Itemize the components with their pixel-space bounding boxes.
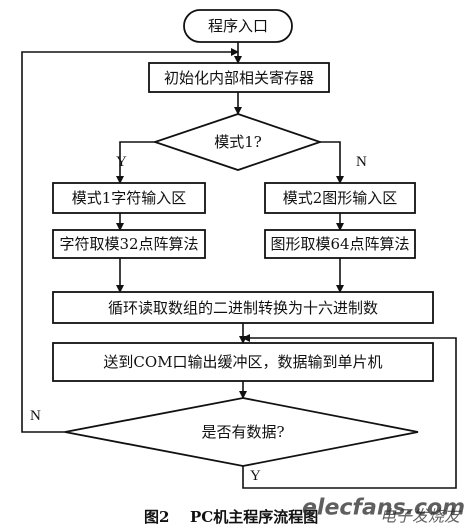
start-terminal	[183, 9, 293, 43]
watermark-logo: elecfans.com 电子发烧友	[302, 496, 465, 526]
mode1-input-label: 模式1字符输入区	[72, 189, 187, 207]
data-decision-label: 是否有数据?	[201, 423, 284, 441]
init-label: 初始化内部相关寄存器	[164, 69, 314, 87]
mode-yes-label: Y	[116, 154, 127, 170]
mode2-input-label: 模式2图形输入区	[283, 189, 398, 207]
convert-label: 循环读取数组的二进制转换为十六进制数	[108, 299, 378, 317]
data-decision-diamond	[64, 397, 419, 467]
mode-decision-label: 模式1?	[214, 133, 262, 151]
start-label: 程序入口	[208, 17, 268, 35]
send-process	[52, 342, 434, 382]
edge-mode-no	[320, 141, 344, 184]
convert-process	[52, 291, 434, 324]
mode-decision-diamond	[152, 113, 323, 171]
watermark-main: elecfans.com	[302, 496, 465, 521]
mode-no-label: N	[356, 154, 367, 170]
figure-number: 图2	[144, 508, 169, 526]
edge-data-yes-loop	[242, 334, 457, 489]
data-no-label: N	[30, 408, 41, 424]
send-label: 送到COM口输出缓冲区，数据输到单片机	[103, 353, 382, 371]
graphic-algo-process	[264, 229, 416, 259]
mode2-input-process	[264, 182, 416, 214]
data-yes-label: Y	[250, 468, 261, 484]
char-algo-process	[52, 229, 206, 259]
edge-data-no-loop	[21, 48, 239, 433]
char-algo-label: 字符取模32点阵算法	[59, 235, 198, 253]
edge-mode-yes	[116, 141, 155, 184]
figure-title: PC机主程序流程图	[190, 508, 318, 526]
init-process	[148, 62, 330, 93]
watermark-sub: 电子发烧友	[380, 507, 462, 526]
mode1-input-process	[52, 182, 206, 214]
graphic-algo-label: 图形取模64点阵算法	[270, 235, 409, 253]
